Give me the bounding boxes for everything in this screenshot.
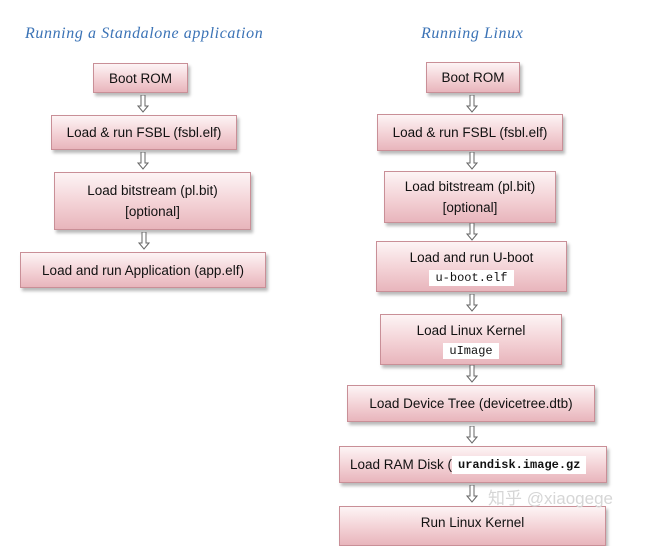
right-arrow-down-icon xyxy=(466,294,478,312)
right-kernel-label: Load Linux Kernel xyxy=(416,323,526,338)
right-arrow-down-icon xyxy=(466,152,478,170)
left-fsbl-label: Load & run FSBL (fsbl.elf) xyxy=(66,125,222,140)
left-arrow-down-icon xyxy=(138,232,150,250)
right-boot-rom-box: Boot ROM xyxy=(426,62,520,93)
right-ramdisk-file: urandisk.image.gz xyxy=(452,455,587,474)
right-arrow-down-icon xyxy=(466,95,478,113)
right-kernel-file: uImage xyxy=(443,343,499,359)
right-uboot-box: Load and run U-boot u-boot.elf xyxy=(376,241,567,292)
left-app-box: Load and run Application (app.elf) xyxy=(20,252,266,288)
right-kernel-box: Load Linux Kernel uImage xyxy=(380,314,562,365)
right-arrow-down-icon xyxy=(466,426,478,444)
right-uboot-label: Load and run U-boot xyxy=(409,250,534,265)
right-fsbl-label: Load & run FSBL (fsbl.elf) xyxy=(392,125,548,140)
right-fsbl-box: Load & run FSBL (fsbl.elf) xyxy=(377,114,563,151)
right-devicetree-box: Load Device Tree (devicetree.dtb) xyxy=(347,385,595,422)
right-bitstream-optional: [optional] xyxy=(442,200,498,215)
left-bitstream-box: Load bitstream (pl.bit) [optional] xyxy=(54,172,251,230)
right-arrow-down-icon xyxy=(466,365,478,383)
right-run-kernel-label: Run Linux Kernel xyxy=(420,515,525,530)
right-ramdisk-box: Load RAM Disk ( urandisk.image.gz xyxy=(339,446,607,483)
right-devicetree-label: Load Device Tree (devicetree.dtb) xyxy=(369,396,573,411)
left-arrow-down-icon xyxy=(137,152,149,170)
left-bitstream-optional: [optional] xyxy=(125,204,180,219)
right-run-kernel-box: Run Linux Kernel xyxy=(339,506,606,546)
linux-heading: Running Linux xyxy=(421,25,524,42)
right-bitstream-label: Load bitstream (pl.bit) xyxy=(404,179,536,194)
right-arrow-down-icon xyxy=(466,223,478,241)
right-uboot-file: u-boot.elf xyxy=(429,270,514,286)
left-app-label: Load and run Application (app.elf) xyxy=(42,262,244,278)
left-bitstream-label: Load bitstream (pl.bit) xyxy=(87,183,218,198)
standalone-heading: Running a Standalone application xyxy=(25,25,264,42)
right-bitstream-box: Load bitstream (pl.bit) [optional] xyxy=(384,171,556,223)
right-arrow-down-icon xyxy=(466,485,478,503)
right-boot-rom-label: Boot ROM xyxy=(441,70,505,85)
left-boot-rom-box: Boot ROM xyxy=(93,63,188,93)
left-boot-rom-label: Boot ROM xyxy=(108,70,173,86)
left-arrow-down-icon xyxy=(137,95,149,113)
right-ramdisk-label: Load RAM Disk ( xyxy=(350,457,453,472)
watermark-text: 知乎 @xiaogege xyxy=(488,489,613,508)
left-fsbl-box: Load & run FSBL (fsbl.elf) xyxy=(51,115,237,150)
